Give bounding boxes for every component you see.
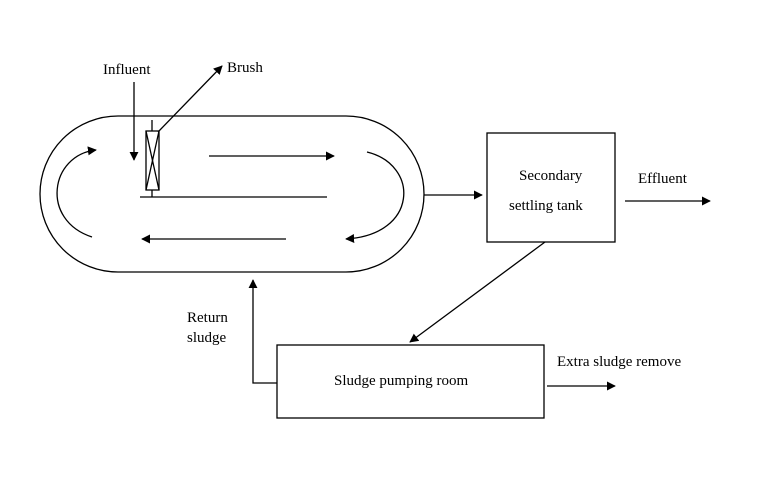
flow-arrow-right-curve <box>345 151 405 244</box>
oxidation-ditch <box>39 115 425 273</box>
brush-label: Brush <box>227 60 263 76</box>
effluent-label: Effluent <box>638 171 688 187</box>
return-sludge-label-line2: sludge <box>187 330 227 346</box>
extra-sludge-label: Extra sludge remove <box>557 354 681 370</box>
flow-arrow-left-curve <box>56 146 97 238</box>
pump-room-label: Sludge pumping room <box>334 373 468 389</box>
tank-to-pump-arrow <box>409 241 546 343</box>
sludge-pumping-room <box>276 344 545 419</box>
brush-pointer-arrow <box>157 65 223 133</box>
brush-aerator <box>145 120 160 197</box>
return-sludge-line <box>248 279 277 384</box>
influent-label: Influent <box>103 62 151 78</box>
return-sludge-label-line1: Return <box>187 310 228 326</box>
secondary-tank-label-line2: settling tank <box>509 198 583 214</box>
secondary-tank-label-line1: Secondary <box>519 168 583 184</box>
secondary-settling-tank <box>486 132 616 243</box>
